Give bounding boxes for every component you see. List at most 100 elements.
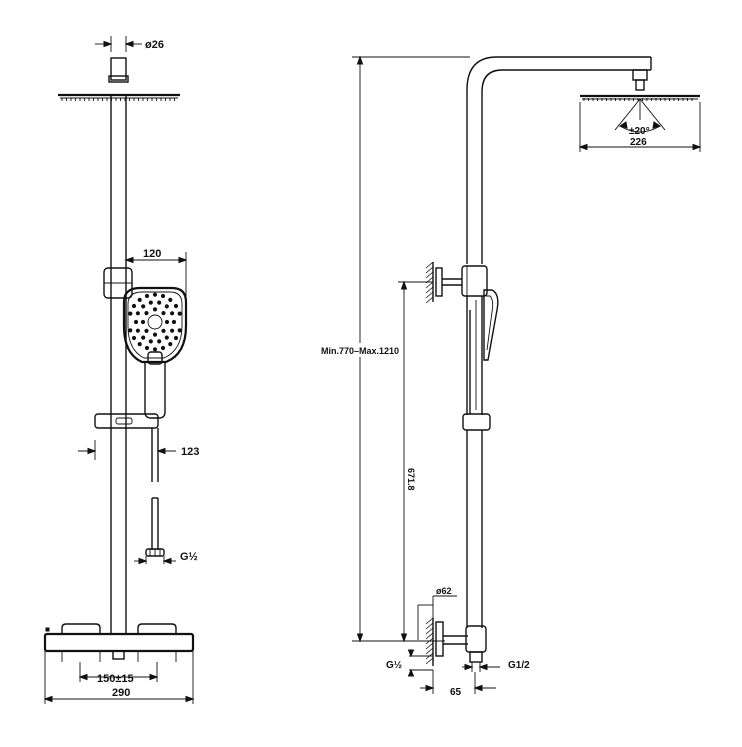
nozzle-dot bbox=[140, 319, 146, 325]
label-valve-width: 290 bbox=[112, 687, 130, 699]
front-view: ø26 120 bbox=[43, 36, 199, 704]
hand-shower-front bbox=[122, 286, 188, 419]
label-height-range: Min.770–Max.1210 bbox=[321, 346, 399, 356]
nozzle-dot bbox=[173, 335, 179, 341]
wall-hatch-line bbox=[425, 266, 434, 274]
wall-hatch-line bbox=[425, 281, 434, 289]
nozzle-dot bbox=[141, 304, 146, 309]
nozzle-dot bbox=[168, 297, 173, 302]
label-front-inlet-thread: G½ bbox=[180, 551, 198, 563]
wall-valve-connection-side bbox=[425, 617, 487, 672]
rain-shower-head-side bbox=[580, 69, 700, 101]
riser-pipe-front bbox=[110, 95, 127, 634]
nozzle-dot bbox=[148, 300, 153, 305]
label-slider-height: 123 bbox=[181, 446, 199, 458]
label-head-diameter: 226 bbox=[630, 137, 647, 148]
wall-hatch-line bbox=[425, 261, 434, 269]
nozzle-dot bbox=[144, 311, 149, 316]
nozzle-dot bbox=[177, 328, 182, 333]
nozzle-dot bbox=[160, 293, 166, 299]
nozzle-dot bbox=[144, 345, 150, 351]
wall-hatch-line bbox=[425, 647, 434, 655]
wall-hatch-line bbox=[425, 622, 434, 630]
label-side-outlet-thread: G1/2 bbox=[508, 660, 530, 671]
nozzle-dot bbox=[171, 319, 177, 325]
nozzle-dot bbox=[177, 311, 182, 316]
dim-escutcheon-diameter: ø62 bbox=[417, 586, 457, 640]
side-view: Min.770–Max.1210 ±20 bbox=[318, 55, 702, 698]
nozzle-dot bbox=[141, 335, 146, 340]
nozzle-dot bbox=[152, 347, 158, 352]
nozzle-dot bbox=[135, 311, 140, 316]
dim-pipe-diameter: ø26 bbox=[95, 36, 164, 52]
nozzle-dot bbox=[173, 303, 179, 309]
label-handshower-width: 120 bbox=[143, 248, 161, 260]
label-escutcheon-diameter: ø62 bbox=[436, 586, 452, 596]
dim-arm-height: 671.8 bbox=[398, 280, 433, 643]
dim-handshower-width: 120 bbox=[124, 248, 188, 310]
wall-hatch-line bbox=[425, 642, 434, 650]
dim-slider-height: 123 bbox=[78, 440, 199, 460]
nozzle-dot bbox=[128, 311, 133, 316]
dim-head-angle: ±20° bbox=[614, 98, 666, 137]
riser-pipe-side bbox=[466, 56, 652, 628]
label-pipe-diameter: ø26 bbox=[145, 39, 164, 51]
nozzle-dot bbox=[152, 332, 158, 337]
wall-hatch-line bbox=[425, 617, 434, 625]
thermostatic-mixer-front bbox=[43, 623, 195, 662]
slider-side bbox=[462, 413, 491, 431]
label-side-inlet-thread: G½ bbox=[386, 660, 402, 671]
dim-valve-spacing: 150±15 bbox=[78, 662, 159, 685]
label-projection: 65 bbox=[450, 687, 462, 698]
nozzle-dot bbox=[148, 339, 153, 344]
nozzle-dot bbox=[144, 328, 149, 333]
wall-bracket-side bbox=[425, 261, 488, 304]
nozzle-dot bbox=[157, 300, 162, 305]
nozzle-dot bbox=[161, 328, 166, 333]
label-arm-height: 671.8 bbox=[406, 468, 416, 491]
rain-shower-head-front bbox=[58, 57, 180, 101]
wall-hatch-line bbox=[425, 296, 434, 304]
dim-side-inlet-thread: G½ bbox=[386, 649, 433, 677]
nozzle-dot bbox=[144, 293, 150, 299]
nozzle-dot bbox=[131, 303, 137, 309]
wall-hatch-line bbox=[425, 291, 434, 299]
nozzle-dot bbox=[137, 297, 142, 302]
nozzle-dot bbox=[160, 345, 166, 351]
label-valve-spacing: 150±15 bbox=[97, 673, 134, 685]
nozzle-dot bbox=[170, 311, 175, 316]
nozzle-dot bbox=[168, 342, 173, 347]
nozzle-dot bbox=[152, 307, 158, 312]
nozzle-dot bbox=[157, 339, 162, 344]
nozzle-dot bbox=[152, 292, 158, 297]
slider-front bbox=[94, 413, 159, 429]
nozzle-dot bbox=[135, 328, 140, 333]
wall-hatch-line bbox=[425, 632, 434, 640]
label-head-angle: ±20° bbox=[629, 126, 650, 137]
dim-side-outlet-thread: G1/2 bbox=[462, 660, 530, 671]
nozzle-dot bbox=[161, 311, 166, 316]
dim-projection: 65 bbox=[420, 670, 496, 698]
nozzle-dot bbox=[170, 328, 175, 333]
nozzle-dot bbox=[133, 319, 139, 325]
hose-connector-front: G½ bbox=[134, 548, 198, 565]
wall-hatch-line bbox=[425, 271, 434, 279]
nozzle-dot bbox=[164, 335, 169, 340]
hand-shower-holder-front bbox=[103, 267, 133, 299]
dim-valve-width: 290 bbox=[43, 651, 195, 704]
hose-front bbox=[151, 428, 159, 550]
nozzle-dot bbox=[164, 304, 169, 309]
nozzle-center bbox=[147, 314, 163, 330]
dim-height-range: Min.770–Max.1210 bbox=[318, 55, 470, 643]
wall-hatch-line bbox=[425, 286, 434, 294]
nozzle-dot bbox=[164, 319, 170, 325]
wall-hatch-line bbox=[425, 627, 434, 635]
nozzle-dot bbox=[137, 342, 142, 347]
hand-shower-side bbox=[469, 289, 499, 414]
nozzle-dot bbox=[128, 328, 133, 333]
wall-hatch-line bbox=[425, 637, 434, 645]
dim-head-diameter: 226 bbox=[578, 102, 702, 152]
nozzle-dot bbox=[131, 335, 137, 341]
